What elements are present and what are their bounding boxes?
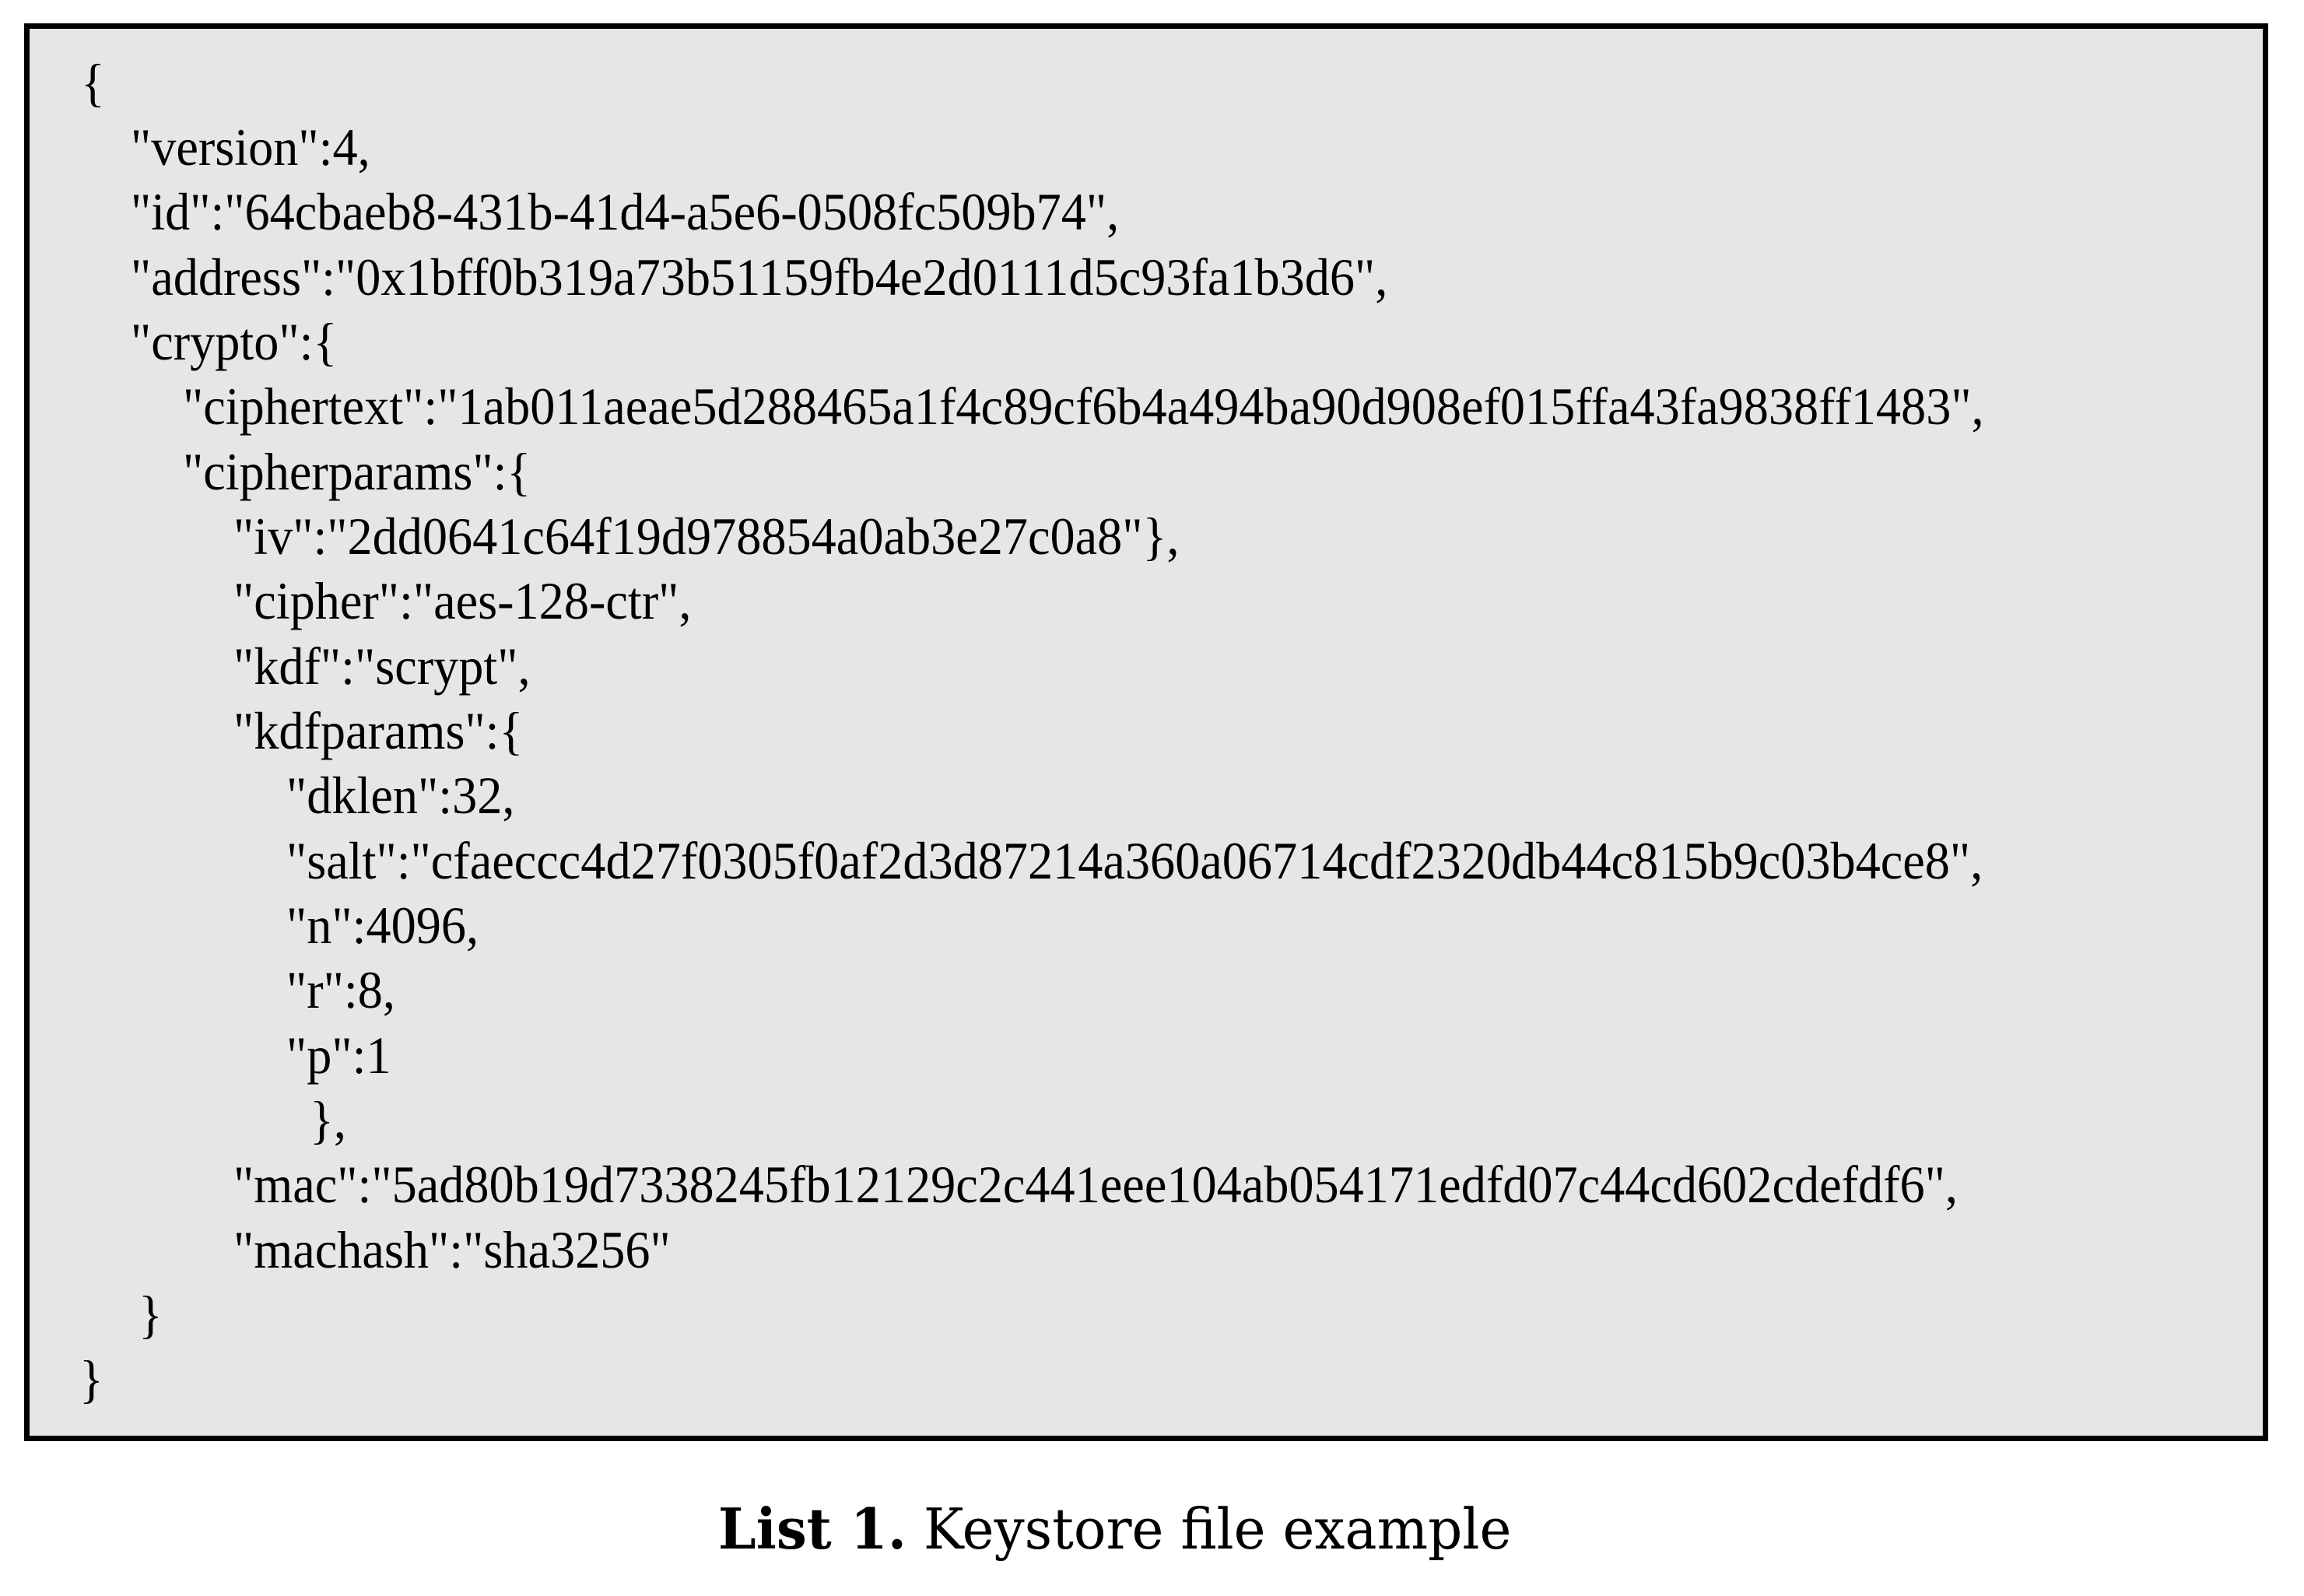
- keystore-json-listing: { "version":4, "id":"64cbaeb8-431b-41d4-…: [79, 53, 1984, 1408]
- code-line: "kdf":"scrypt",: [233, 637, 531, 696]
- code-line: "version":4,: [131, 118, 370, 177]
- code-line: }: [139, 1285, 163, 1344]
- caption-label: List 1.: [718, 1496, 907, 1562]
- code-line: },: [310, 1090, 346, 1149]
- code-line: {: [81, 53, 105, 112]
- code-line: "r":8,: [286, 960, 395, 1019]
- code-line: "kdfparams":{: [233, 701, 524, 760]
- code-line: "ciphertext":"1ab011aeae5d288465a1f4c89c…: [183, 377, 1984, 436]
- code-line: "dklen":32,: [286, 766, 515, 825]
- code-line: "cipherparams":{: [183, 442, 531, 501]
- code-line: "id":"64cbaeb8-431b-41d4-a5e6-0508fc509b…: [131, 182, 1120, 241]
- code-line: "n":4096,: [286, 896, 479, 955]
- listing-caption: List 1. Keystore file example: [718, 1494, 1511, 1564]
- code-line: "iv":"2dd0641c64f19d978854a0ab3e27c0a8"}…: [233, 507, 1180, 566]
- code-line: "address":"0x1bff0b319a73b51159fb4e2d011…: [131, 247, 1388, 307]
- code-listing-box: [24, 23, 2268, 1441]
- caption-text: Keystore file example: [906, 1496, 1512, 1562]
- code-line: "machash":"sha3256": [233, 1220, 671, 1279]
- code-line: "p":1: [286, 1026, 391, 1085]
- code-line: }: [79, 1349, 103, 1408]
- code-line: "cipher":"aes-128-ctr",: [233, 571, 692, 630]
- code-line: "mac":"5ad80b19d7338245fb12129c2c441eee1…: [233, 1155, 1958, 1214]
- code-line: "crypto":{: [131, 312, 338, 371]
- code-line: "salt":"cfaeccc4d27f0305f0af2d3d87214a36…: [286, 831, 1983, 890]
